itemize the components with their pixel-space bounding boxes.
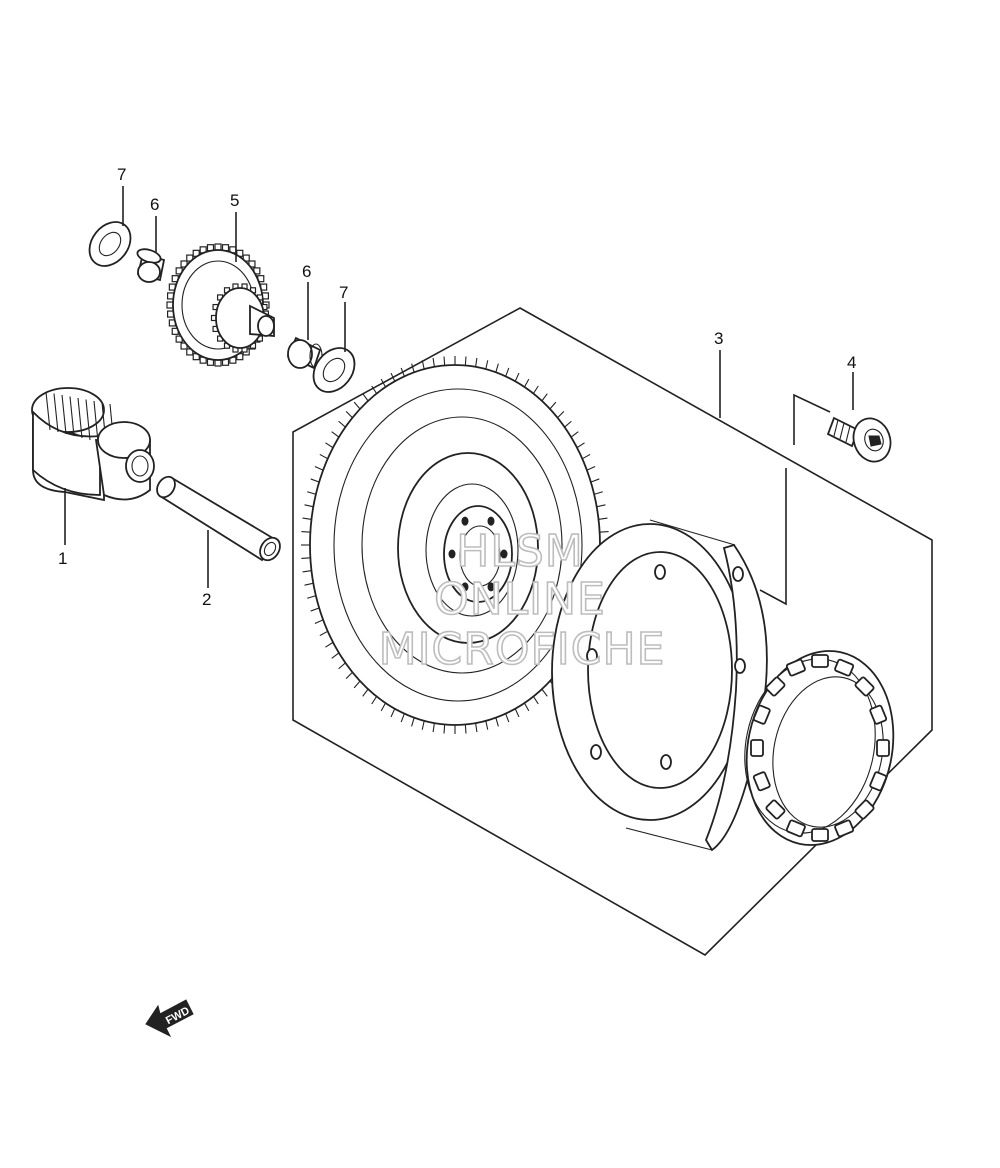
- assembly-outline: [292, 307, 933, 956]
- callout-1: 1: [58, 549, 67, 568]
- watermark-line-2: ONLINE: [434, 574, 606, 625]
- clutch-roller: [785, 819, 806, 838]
- hub-hole: [500, 549, 508, 559]
- clutch-roller: [834, 658, 855, 677]
- hub-hole: [461, 516, 469, 526]
- bolt-hole: [734, 658, 746, 674]
- hub-hole: [461, 582, 469, 592]
- gear-tooth: [93, 400, 99, 443]
- clutch-roller: [785, 658, 806, 677]
- clutch-roller: [854, 799, 875, 820]
- callout-6b: 6: [302, 262, 311, 281]
- callout-6a: 6: [150, 195, 159, 214]
- bolt-hole: [590, 744, 602, 760]
- callout-4: 4: [847, 353, 856, 372]
- clutch-roller: [869, 704, 888, 725]
- part-7-washer-right[interactable]: [305, 340, 363, 400]
- gear-tooth: [53, 393, 59, 433]
- part-3-starter-clutch-assembly[interactable]: [301, 356, 911, 859]
- hub-hole: [487, 516, 495, 526]
- gear-tooth: [85, 399, 91, 441]
- callout-3: 3: [714, 329, 723, 348]
- callout-5: 5: [230, 191, 239, 210]
- part-5-double-gear[interactable]: [166, 243, 275, 367]
- callout-2: 2: [202, 590, 211, 609]
- part-4-bolt[interactable]: [826, 413, 896, 467]
- leader-4-bracket: [759, 393, 831, 606]
- clutch-roller: [811, 828, 829, 842]
- bolt-hole: [654, 564, 666, 580]
- hub-hole: [487, 582, 495, 592]
- bolt-hole: [660, 754, 672, 770]
- gear-tooth: [45, 391, 51, 431]
- clutch-roller: [834, 819, 855, 838]
- clutch-roller: [876, 739, 890, 757]
- watermark: HLSM ONLINE MICROFICHE: [378, 525, 666, 676]
- clutch-roller: [869, 771, 888, 792]
- clutch-roller: [765, 676, 786, 697]
- gear-tooth: [61, 394, 67, 435]
- part-2-shaft[interactable]: [153, 473, 284, 564]
- callout-7a: 7: [117, 165, 126, 184]
- clutch-roller: [752, 771, 771, 792]
- fwd-arrow-icon: FWD: [145, 999, 194, 1038]
- part-7-washer-left[interactable]: [81, 214, 139, 274]
- watermark-line-3: MICROFICHE: [379, 624, 666, 675]
- fwd-label: FWD: [164, 1005, 192, 1027]
- gear-tooth: [77, 397, 83, 439]
- callout-7b: 7: [339, 283, 348, 302]
- clutch-roller: [854, 676, 875, 697]
- gear-tooth: [69, 396, 75, 437]
- hub-hole: [448, 549, 456, 559]
- part-6-bushing-right[interactable]: [286, 336, 323, 370]
- bolt-hole: [586, 648, 598, 664]
- part-1-idle-gear[interactable]: [31, 387, 155, 502]
- clutch-roller: [811, 654, 829, 668]
- watermark-line-1: HLSM: [456, 526, 584, 577]
- clutch-roller: [750, 739, 764, 757]
- bolt-hole: [732, 566, 744, 582]
- clutch-roller: [752, 704, 771, 725]
- part-6-bushing-left[interactable]: [136, 247, 166, 283]
- clutch-roller: [765, 799, 786, 820]
